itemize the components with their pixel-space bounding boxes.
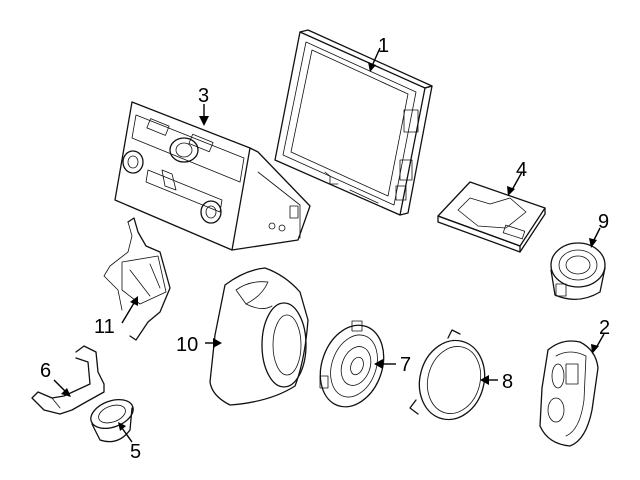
part-11-mounting-bracket <box>103 217 171 341</box>
callout-3: 3 <box>198 85 209 107</box>
callout-9: 9 <box>598 211 609 233</box>
callout-7: 7 <box>400 354 411 376</box>
callout-8: 8 <box>502 371 513 393</box>
part-2-speaker-module <box>539 340 599 447</box>
part-5-small-speaker <box>90 399 134 443</box>
callout-5: 5 <box>130 441 141 463</box>
part-1-display-screen <box>274 29 433 216</box>
callout-4: 4 <box>516 159 527 181</box>
part-10-speaker-enclosure <box>209 267 309 406</box>
part-9-tweeter-speaker <box>550 242 606 300</box>
part-6-speaker-bracket <box>31 345 105 415</box>
callout-10: 10 <box>176 334 198 356</box>
callout-6: 6 <box>40 360 51 382</box>
callout-labels: 1 2 3 4 5 6 7 8 9 10 11 <box>40 35 610 463</box>
part-4-control-module <box>437 181 546 253</box>
part-3-control-panel <box>114 101 311 251</box>
part-7-door-speaker <box>319 320 385 408</box>
callout-leaders <box>53 47 605 443</box>
part-8-speaker-ring <box>409 329 486 421</box>
callout-2: 2 <box>599 317 610 339</box>
callout-1: 1 <box>378 35 389 57</box>
callout-11: 11 <box>94 316 115 338</box>
